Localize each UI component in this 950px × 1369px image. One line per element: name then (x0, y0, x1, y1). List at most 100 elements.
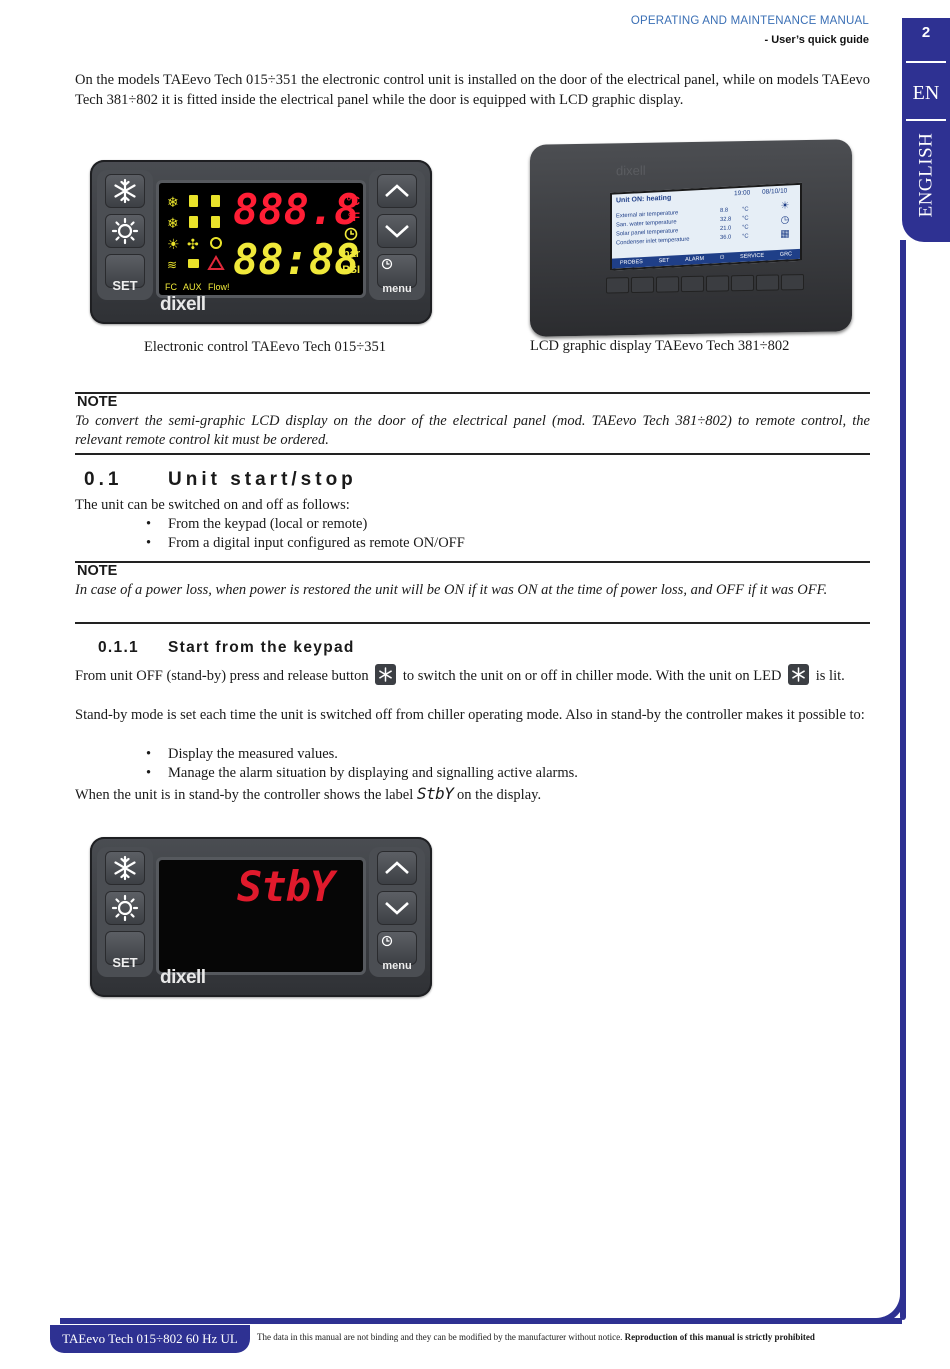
lcd-softkey-button[interactable] (756, 274, 779, 291)
lcd-softkey-button[interactable] (781, 274, 804, 291)
fc-label: FC (165, 282, 177, 292)
chevron-down-icon (385, 225, 409, 238)
down-button[interactable] (377, 214, 417, 248)
language-label-wrap: ENGLISH (905, 120, 947, 230)
chevron-down-icon (385, 902, 409, 915)
note-rule-bottom (75, 622, 870, 624)
set-button[interactable] (105, 931, 145, 965)
lcd-graphic-panel: dixell Unit ON: heating 19:00 08/10/10 E… (530, 139, 852, 337)
lcd-screen: Unit ON: heating 19:00 08/10/10 External… (610, 182, 802, 271)
softkey-alarm: ALARM (685, 255, 705, 263)
lcd-brand-logo: dixell (616, 162, 646, 179)
set-label: SET (112, 278, 138, 293)
top-segment-display: StbY (237, 862, 335, 911)
keypad-paragraph: From unit OFF (stand-by) press and relea… (75, 664, 870, 687)
clock-icon (381, 935, 393, 947)
language-side-tab: 2 EN ENGLISH (902, 18, 950, 242)
lcd-date: 08/10/10 (762, 187, 788, 196)
unit-psi: PSI (342, 264, 360, 276)
unit-bar: bar (342, 248, 360, 260)
manual-title: OPERATING AND MAINTENANCE MANUAL (630, 15, 869, 27)
up-button[interactable] (377, 851, 417, 885)
intro-paragraph: On the models TAEevo Tech 015÷351 the el… (75, 72, 870, 108)
lcd-softkey-button[interactable] (606, 277, 629, 294)
chevron-up-icon (385, 184, 409, 197)
caption-controller: Electronic control TAEevo Tech 015÷351 (144, 339, 387, 355)
note-rule-top (75, 561, 870, 563)
set-button[interactable] (105, 254, 145, 288)
clock-led-icon (344, 227, 358, 241)
snowflake-icon (114, 178, 136, 204)
led-display: ❄ ❄ ☀ ≋ ✣ 888.8 88:88 °C °F bar PSI (156, 180, 366, 298)
language-label: ENGLISH (915, 132, 936, 218)
heating-button[interactable] (105, 214, 145, 248)
right-keypad: menu (369, 847, 425, 977)
lang-code: EN (912, 82, 940, 104)
chiller-button[interactable] (105, 174, 145, 208)
status-icons: ❄ ❄ ☀ ≋ ✣ (167, 195, 225, 271)
set-label: SET (112, 955, 138, 970)
subsection-number: 0.1.1 (98, 639, 139, 656)
flow-led-icon: ≋ (167, 258, 177, 271)
lcd-softkey-button[interactable] (731, 274, 754, 292)
section-intro: The unit can be switched on and off as f… (75, 497, 350, 513)
aux-label: AUX (183, 282, 202, 292)
manual-subtitle: - User’s quick guide (764, 34, 869, 46)
left-keypad: SET (97, 847, 153, 977)
list-item: •From the keypad (local or remote) (146, 516, 368, 532)
page-frame-bottom (60, 1318, 902, 1324)
sun-icon (111, 217, 139, 245)
bottom-segment-display: 88:88 (233, 235, 360, 284)
menu-button[interactable] (377, 931, 417, 965)
lcd-softkey-button[interactable] (681, 275, 704, 293)
standby-controller: SET StbY dixell menu (90, 837, 432, 997)
lcd-softkey-button[interactable] (631, 276, 654, 294)
down-button[interactable] (377, 891, 417, 925)
unit-celsius: °C (346, 194, 360, 208)
list-item: •From a digital input configured as remo… (146, 535, 465, 551)
snowflake-led-icon: ❄ (167, 216, 179, 232)
lcd-status-title: Unit ON: heating (616, 194, 672, 205)
heating-button[interactable] (105, 891, 145, 925)
list-item: •Display the measured values. (146, 746, 338, 762)
note-rule-bottom (75, 453, 870, 455)
led-display: StbY (156, 857, 366, 975)
softkey-service: SERVICE (739, 252, 765, 260)
left-keypad: SET (97, 170, 153, 300)
lcd-sun-icon: ☀ (780, 200, 790, 212)
menu-button[interactable] (377, 254, 417, 288)
lcd-softkey-button[interactable] (656, 276, 679, 293)
page-frame-corner (870, 1290, 906, 1324)
function-labels: FC AUX Flow! (165, 282, 230, 292)
chevron-up-icon (385, 861, 409, 874)
section-number: 0.1 (84, 469, 123, 490)
subsection-heading: 0.1.1 Start from the keypad (98, 639, 355, 657)
tab-divider (906, 61, 946, 63)
subsection-title: Start from the keypad (168, 639, 355, 656)
snowflake-led-icon: ❄ (167, 195, 179, 211)
note-text: In case of a power loss, when power is r… (75, 582, 828, 598)
menu-label: menu (382, 283, 412, 295)
fan-led-icon: ✣ (187, 237, 199, 253)
page-number: 2 (921, 24, 931, 41)
chiller-button-inline (375, 664, 397, 685)
lcd-softkey-button[interactable] (706, 275, 729, 292)
temp-units: °C °F (347, 193, 360, 225)
brand-logo: dixell (160, 967, 206, 988)
snowflake-icon (114, 855, 136, 881)
chiller-button[interactable] (105, 851, 145, 885)
electronic-controller: SET ❄ ❄ ☀ ≋ ✣ 888.8 88:88 °C °F (90, 160, 432, 324)
softkey-probes: PROBES (619, 259, 643, 267)
menu-label: menu (382, 960, 412, 972)
clock-icon (381, 258, 393, 270)
note-rule-top (75, 392, 870, 394)
snowflake-icon (379, 667, 393, 682)
standby-label-line: When the unit is in stand-by the control… (75, 784, 542, 803)
unit-fahrenheit: °F (347, 210, 360, 224)
up-button[interactable] (377, 174, 417, 208)
flow-label: Flow! (208, 282, 230, 292)
standby-paragraph: Stand-by mode is set each time the unit … (75, 707, 865, 723)
list-item: •Manage the alarm situation by displayin… (146, 765, 578, 781)
pressure-units: bar PSI (342, 246, 360, 278)
